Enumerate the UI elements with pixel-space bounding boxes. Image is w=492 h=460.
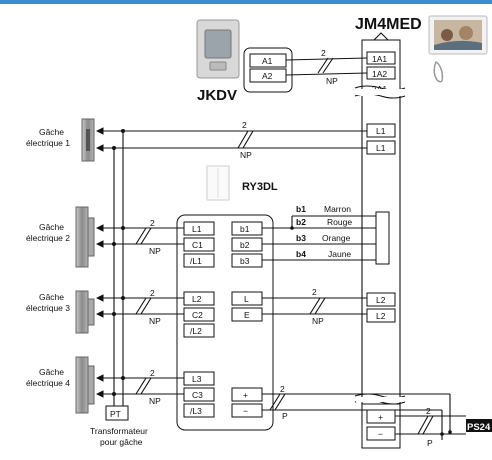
terminal-a1: A1 [262, 56, 273, 66]
monitor-terminal-l1-b: L1 [376, 143, 386, 153]
gache-2-cable-count: 2 [150, 218, 155, 228]
gache-3-cable-np: NP [149, 316, 161, 326]
gache-1-cable-np: NP [240, 150, 252, 160]
transformer-code: PT [110, 409, 121, 419]
monitor-ps-cable-p: P [427, 438, 433, 448]
relay-b1: b1 [240, 224, 250, 234]
wire-name-b1: Marron [324, 204, 351, 214]
power-supply-label: PS24 [467, 422, 491, 433]
monitor-label: JM4MED [355, 16, 422, 33]
monitor-terminal-minus: − [378, 429, 383, 439]
gache-1-cable-count: 2 [242, 120, 247, 130]
relay-c3: C3 [192, 390, 203, 400]
gache-2-cable-np: NP [149, 246, 161, 256]
l2-cable-count: 2 [312, 287, 317, 297]
monitor-terminal-l1-a: L1 [376, 126, 386, 136]
relay-nl1: /L1 [190, 256, 202, 266]
relay-b3: b3 [240, 256, 250, 266]
gache-3-cable-count: 2 [150, 288, 155, 298]
door-station-label: JKDV [197, 87, 237, 104]
relay-c1: C1 [192, 240, 203, 250]
transformer-label-a: Transformateur [90, 426, 148, 436]
ps-cable-count: 2 [280, 384, 285, 394]
gache-1-label-a: Gâche [39, 127, 64, 137]
gache-3-label-b: électrique 3 [26, 303, 70, 313]
wire-name-b2: Rouge [327, 217, 352, 227]
relay-c2: C2 [192, 310, 203, 320]
monitor-terminal-l2-b: L2 [376, 311, 386, 321]
relay-minus: − [243, 406, 248, 416]
bus-np: NP [326, 76, 338, 86]
gache-2-device [75, 206, 95, 268]
relay-l2: L2 [192, 294, 202, 304]
gache-1-device [81, 118, 95, 162]
transformer-box [105, 405, 129, 421]
door-station-device [196, 19, 240, 79]
l2-cable-np: NP [312, 316, 324, 326]
relay-l1: L1 [192, 224, 202, 234]
gache-3-device [75, 290, 95, 334]
wire-code-b2: b2 [296, 217, 306, 227]
wire-code-b4: b4 [296, 249, 306, 259]
terminal-1a1: 1A1 [372, 54, 387, 64]
monitor-terminal-l2-a: L2 [376, 295, 386, 305]
transformer-label-b: pour gâche [100, 437, 143, 447]
gache-4-cable-np: NP [149, 396, 161, 406]
bus-count: 2 [321, 48, 326, 58]
terminal-1a2: 1A2 [372, 69, 387, 79]
relay-nl2: /L2 [190, 326, 202, 336]
relay-l3: L3 [192, 374, 202, 384]
relay-nl3: /L3 [190, 406, 202, 416]
gache-4-device [75, 356, 95, 414]
gache-4-label-a: Gâche [39, 367, 64, 377]
header-bar [0, 0, 492, 4]
wire-name-b3: Orange [322, 233, 351, 243]
monitor-terminal-plus: + [378, 412, 383, 422]
wire-code-b3: b3 [296, 233, 306, 243]
relay-plus: + [243, 390, 248, 400]
relay-device [206, 165, 230, 201]
wire-name-b4: Jaune [328, 249, 351, 259]
wire-code-b1: b1 [296, 204, 306, 214]
gache-1-label-b: électrique 1 [26, 138, 70, 148]
ps-cable-p: P [282, 411, 288, 421]
wire-connector-block [375, 211, 390, 265]
terminal-a2: A2 [262, 71, 273, 81]
relay-b2: b2 [240, 240, 250, 250]
monitor-device [428, 15, 488, 83]
gache-2-label-a: Gâche [39, 222, 64, 232]
relay-l: L [244, 294, 249, 304]
power-supply-tag [466, 419, 492, 432]
gache-3-label-a: Gâche [39, 292, 64, 302]
gache-4-cable-count: 2 [150, 368, 155, 378]
gache-4-label-b: électrique 4 [26, 378, 70, 388]
relay-e: E [244, 310, 250, 320]
monitor-ps-cable-count: 2 [426, 406, 431, 416]
relay-label: RY3DL [242, 181, 278, 193]
gache-2-label-b: électrique 2 [26, 233, 70, 243]
